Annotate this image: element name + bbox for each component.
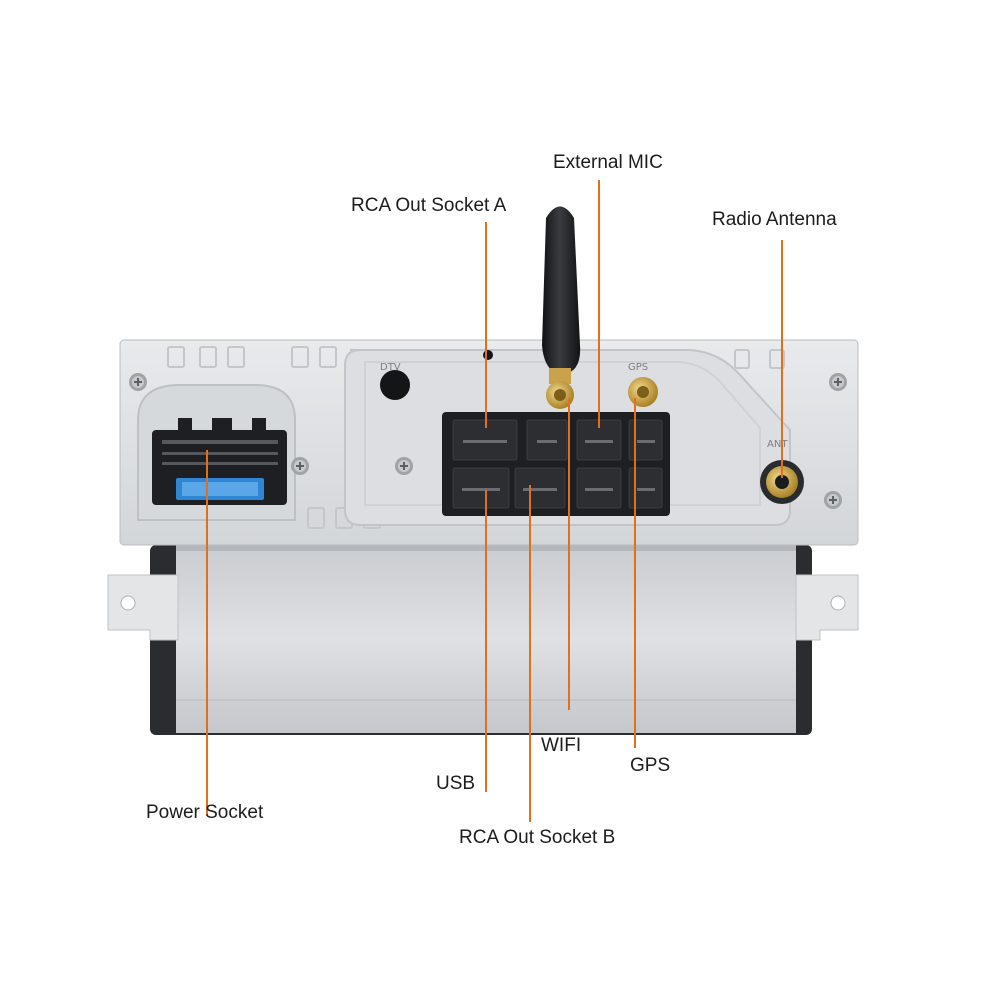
label-rca-out-socket-b: RCA Out Socket B — [459, 827, 616, 848]
fuse — [176, 478, 264, 500]
housing — [150, 545, 812, 735]
radio-antenna-jack: ANT — [760, 439, 804, 504]
gps-print: GPS — [628, 362, 648, 373]
wifi-antenna — [542, 206, 581, 409]
power-socket — [152, 418, 287, 505]
label-external-mic: External MIC — [553, 152, 663, 173]
ant-print: ANT — [767, 439, 788, 450]
label-power-socket: Power Socket — [146, 802, 264, 823]
label-gps: GPS — [630, 755, 671, 776]
dtv-jack: DTV — [380, 362, 410, 400]
dtv-print: DTV — [380, 362, 401, 373]
mounting-tab-right — [795, 574, 859, 641]
label-rca-out-socket-a: RCA Out Socket A — [351, 195, 507, 216]
label-radio-antenna: Radio Antenna — [712, 209, 837, 230]
mounting-tab-left — [107, 574, 179, 641]
connector-block — [442, 412, 670, 516]
label-usb: USB — [436, 773, 476, 794]
label-wifi: WIFI — [541, 735, 582, 756]
screws — [129, 373, 847, 509]
